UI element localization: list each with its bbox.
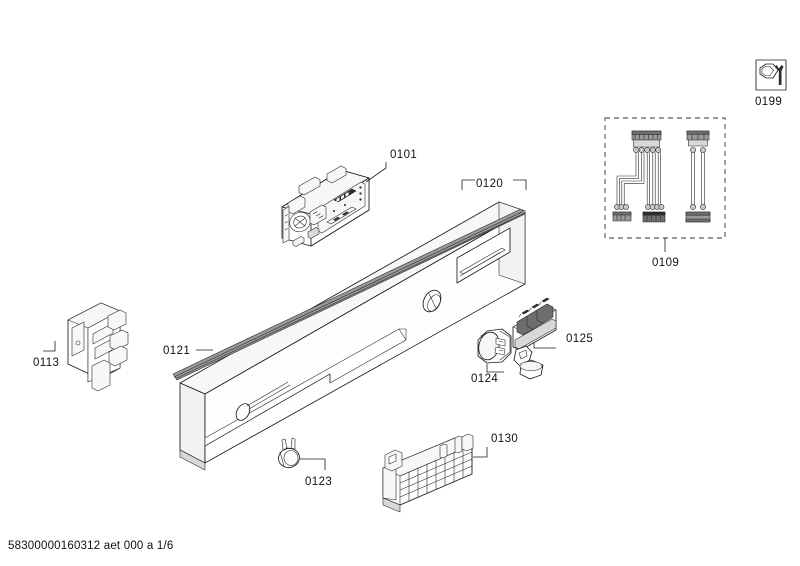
connector-right-sleeve <box>688 139 708 147</box>
fascia-port-left <box>235 381 291 421</box>
fascia-bottom-edge <box>179 449 206 471</box>
leader-0130 <box>473 447 488 458</box>
part-number-0199: 0199 <box>755 96 782 108</box>
trim-strip-highlight <box>173 211 523 378</box>
module-connector-stubs <box>292 227 320 247</box>
harness-right-wires <box>691 152 705 206</box>
knob-notch <box>480 332 487 337</box>
lock-bracket-hole <box>75 340 81 346</box>
connector-top-sleeve <box>633 139 660 148</box>
leader-0120-right <box>513 179 527 190</box>
rotary-knob-group <box>477 328 512 373</box>
ferrules-top <box>633 147 662 153</box>
module-button-row <box>326 206 357 225</box>
button-block-lip <box>514 318 557 350</box>
fascia-panel-group <box>179 179 527 471</box>
push-button-cap-group <box>513 345 544 380</box>
part-number-0120: 0120 <box>476 178 503 190</box>
part-number-0130: 0130 <box>491 433 518 445</box>
lock-bracket-channel <box>92 322 114 345</box>
fascia-knob-aperture <box>422 289 442 313</box>
wiring-harness-group <box>604 117 726 252</box>
nut-icon <box>759 63 779 79</box>
part-number-0124: 0124 <box>471 373 498 385</box>
push-button-block-group <box>512 297 557 351</box>
document-footer: 58300000160312 aet 000 a 1/6 <box>8 540 174 552</box>
harness-left <box>612 130 666 223</box>
leader-0120-left <box>461 179 475 190</box>
wrench-icon <box>774 65 784 85</box>
grille-base-lip <box>382 497 401 513</box>
lock-bracket-channel-2 <box>94 338 113 360</box>
grille-right-tabs <box>439 433 474 459</box>
trim-strip-group <box>172 208 526 381</box>
service-icon-group <box>755 59 787 91</box>
fascia-display-window <box>456 227 511 284</box>
push-button-cap-top <box>519 361 543 371</box>
leader-0124 <box>486 364 504 373</box>
part-number-0125: 0125 <box>566 333 593 345</box>
leader-0125 <box>533 343 556 349</box>
control-module-group <box>281 162 387 247</box>
lock-bracket-leg <box>91 359 111 392</box>
knob-splines <box>494 337 506 356</box>
part-number-0113: 0113 <box>33 357 59 369</box>
clip-prongs <box>281 437 296 451</box>
module-led-dots <box>332 186 362 213</box>
leader-0113 <box>43 341 56 352</box>
harness-left-bottom-connector <box>612 204 632 222</box>
lock-bracket-slot <box>71 321 85 357</box>
clip-body <box>278 448 300 468</box>
grille-left-post <box>382 449 403 501</box>
button-block-keys <box>516 303 554 336</box>
clip-inner <box>283 450 299 466</box>
fascia-handle-recess <box>204 328 407 447</box>
trim-strip-lower-edge <box>175 213 525 379</box>
part-number-0123: 0123 <box>305 476 332 488</box>
leader-0101 <box>365 162 387 183</box>
button-block-pins <box>518 297 550 318</box>
lock-bracket-fingers <box>107 309 129 367</box>
knob-rear-rim <box>499 330 511 361</box>
push-button-stem-detail <box>518 349 528 360</box>
module-left-rail <box>282 206 290 244</box>
nut-inner-icon <box>761 66 774 76</box>
harness-left-bottom-connector-2 <box>642 204 666 223</box>
clip-left-edge <box>279 451 285 467</box>
part-number-0121: 0121 <box>163 345 190 357</box>
part-number-0101: 0101 <box>390 149 417 161</box>
leader-0123 <box>300 458 326 470</box>
module-relay-detail <box>289 204 327 233</box>
fascia-left-end <box>179 382 206 464</box>
connector-top-pins <box>634 133 658 140</box>
harness-right <box>685 130 711 223</box>
part-number-0109: 0109 <box>652 257 679 269</box>
connector-top-6pin-lip <box>631 130 662 135</box>
lock-bracket-group <box>43 302 129 392</box>
cable-clip-group <box>278 437 326 470</box>
harness-left-wires <box>616 152 661 206</box>
connector-right-top-lip <box>686 130 710 135</box>
trim-strip-body <box>172 208 526 381</box>
vent-grille-group <box>382 433 488 513</box>
module-display <box>333 188 357 203</box>
